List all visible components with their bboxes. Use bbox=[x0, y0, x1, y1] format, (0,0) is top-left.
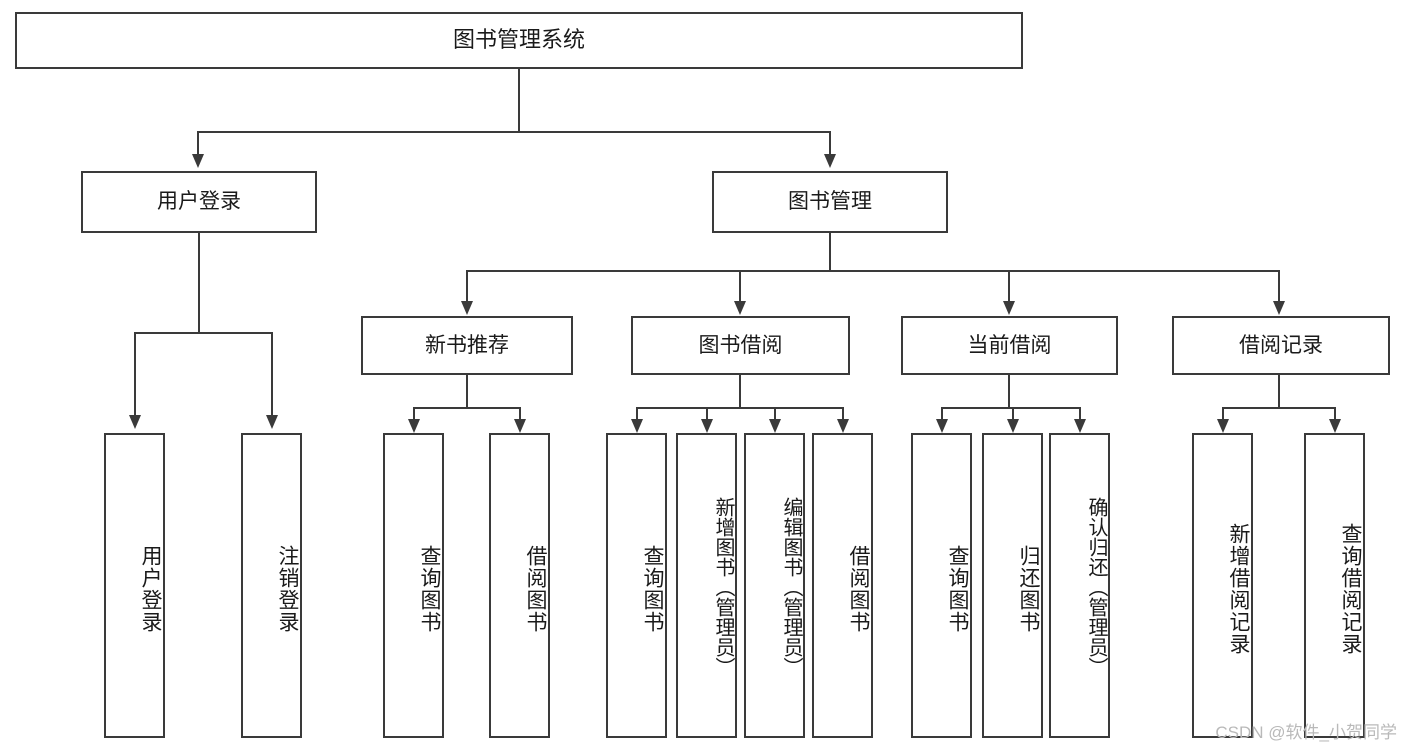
arrow-root-to-book-management bbox=[824, 154, 836, 168]
leaf-bb-edit-book-admin[interactable]: 编辑图书（管理员） bbox=[744, 433, 805, 738]
connector-br-bus bbox=[1222, 407, 1336, 409]
node-label: 当前借阅 bbox=[967, 333, 1052, 357]
node-label: 借阅图书 bbox=[847, 544, 870, 633]
arrow-bb-leaf-2 bbox=[701, 419, 713, 433]
arrow-bb-leaf-4 bbox=[837, 419, 849, 433]
connector-nbr-drop-1 bbox=[413, 407, 415, 420]
connector-book-management-stem bbox=[829, 233, 831, 272]
arrow-nbr-leaf-2 bbox=[514, 419, 526, 433]
leaf-cb-query-book[interactable]: 查询图书 bbox=[911, 433, 972, 738]
node-label: 新增图书（管理员） bbox=[712, 496, 734, 677]
node-label: 查询图书 bbox=[946, 544, 969, 633]
leaf-cb-confirm-return-admin[interactable]: 确认归还（管理员） bbox=[1049, 433, 1110, 738]
node-label: 查询图书 bbox=[641, 544, 664, 633]
node-root-system[interactable]: 图书管理系统 bbox=[15, 12, 1023, 69]
connector-root-to-book-management bbox=[829, 131, 831, 156]
node-label: 编辑图书（管理员） bbox=[780, 496, 802, 677]
connector-bb-stem bbox=[739, 375, 741, 408]
connector-bb-drop-1 bbox=[636, 407, 638, 420]
connector-br-drop-2 bbox=[1334, 407, 1336, 420]
arrow-user-login-leaf-2 bbox=[266, 415, 278, 429]
connector-bm-drop-4 bbox=[1278, 270, 1280, 302]
node-label: 查询借阅记录 bbox=[1339, 522, 1362, 655]
connector-user-login-bus bbox=[134, 332, 272, 334]
node-label: 新增借阅记录 bbox=[1227, 522, 1250, 655]
arrow-user-login-leaf-1 bbox=[129, 415, 141, 429]
connector-bb-drop-4 bbox=[842, 407, 844, 420]
node-label: 查询图书 bbox=[418, 544, 441, 633]
connector-root-bus bbox=[197, 131, 831, 133]
leaf-user-login[interactable]: 用户登录 bbox=[104, 433, 165, 738]
connector-bb-drop-2 bbox=[706, 407, 708, 420]
arrow-nbr-leaf-1 bbox=[408, 419, 420, 433]
leaf-nbr-query-book[interactable]: 查询图书 bbox=[383, 433, 444, 738]
node-label: 注销登录 bbox=[276, 544, 299, 633]
connector-nbr-bus bbox=[413, 407, 521, 409]
leaf-bb-query-book[interactable]: 查询图书 bbox=[606, 433, 667, 738]
arrow-cb-leaf-1 bbox=[936, 419, 948, 433]
node-borrow-record[interactable]: 借阅记录 bbox=[1172, 316, 1390, 375]
node-new-book-recommend[interactable]: 新书推荐 bbox=[361, 316, 573, 375]
arrow-bm-to-new-book-recommend bbox=[461, 301, 473, 315]
connector-user-login-drop-2 bbox=[271, 332, 273, 416]
arrow-bm-to-book-borrow bbox=[734, 301, 746, 315]
connector-br-drop-1 bbox=[1222, 407, 1224, 420]
connector-root-stem bbox=[518, 69, 520, 131]
leaf-br-add-record[interactable]: 新增借阅记录 bbox=[1192, 433, 1253, 738]
arrow-bb-leaf-3 bbox=[769, 419, 781, 433]
connector-cb-drop-1 bbox=[941, 407, 943, 420]
leaf-nbr-borrow-book[interactable]: 借阅图书 bbox=[489, 433, 550, 738]
connector-nbr-drop-2 bbox=[519, 407, 521, 420]
leaf-cb-return-book[interactable]: 归还图书 bbox=[982, 433, 1043, 738]
leaf-logout-login[interactable]: 注销登录 bbox=[241, 433, 302, 738]
connector-cb-stem bbox=[1008, 375, 1010, 408]
connector-bb-drop-3 bbox=[774, 407, 776, 420]
connector-user-login-drop-1 bbox=[134, 332, 136, 416]
connector-cb-bus bbox=[941, 407, 1079, 409]
node-label: 图书管理系统 bbox=[452, 27, 585, 53]
node-book-borrow[interactable]: 图书借阅 bbox=[631, 316, 850, 375]
arrow-br-leaf-2 bbox=[1329, 419, 1341, 433]
node-label: 借阅记录 bbox=[1239, 333, 1323, 357]
connector-cb-drop-2 bbox=[1012, 407, 1014, 420]
connector-bm-drop-3 bbox=[1008, 270, 1010, 302]
node-user-login[interactable]: 用户登录 bbox=[81, 171, 317, 233]
node-label: 图书借阅 bbox=[698, 333, 783, 357]
arrow-bm-to-borrow-record bbox=[1273, 301, 1285, 315]
node-label: 借阅图书 bbox=[524, 544, 547, 633]
arrow-bm-to-current-borrow bbox=[1003, 301, 1015, 315]
leaf-bb-borrow-book[interactable]: 借阅图书 bbox=[812, 433, 873, 738]
connector-book-management-bus bbox=[466, 270, 1278, 272]
arrow-cb-leaf-2 bbox=[1007, 419, 1019, 433]
node-current-borrow[interactable]: 当前借阅 bbox=[901, 316, 1118, 375]
leaf-br-query-record[interactable]: 查询借阅记录 bbox=[1304, 433, 1365, 738]
arrow-br-leaf-1 bbox=[1217, 419, 1229, 433]
arrow-root-to-user-login bbox=[192, 154, 204, 168]
connector-bm-drop-2 bbox=[739, 270, 741, 302]
connector-bm-drop-1 bbox=[466, 270, 468, 302]
connector-root-to-user-login bbox=[197, 131, 199, 156]
connector-nbr-stem bbox=[466, 375, 468, 408]
connector-br-stem bbox=[1278, 375, 1280, 408]
arrow-cb-leaf-3 bbox=[1074, 419, 1086, 433]
node-book-management[interactable]: 图书管理 bbox=[712, 171, 948, 233]
node-label: 确认归还（管理员） bbox=[1085, 496, 1107, 677]
connector-user-login-stem bbox=[198, 233, 200, 333]
node-label: 图书管理 bbox=[788, 190, 872, 214]
node-label: 用户登录 bbox=[157, 190, 241, 214]
node-label: 归还图书 bbox=[1017, 544, 1040, 633]
node-label: 新书推荐 bbox=[425, 333, 509, 357]
connector-cb-drop-3 bbox=[1079, 407, 1081, 420]
arrow-bb-leaf-1 bbox=[631, 419, 643, 433]
leaf-bb-add-book-admin[interactable]: 新增图书（管理员） bbox=[676, 433, 737, 738]
connector-bb-bus bbox=[636, 407, 844, 409]
node-label: 用户登录 bbox=[139, 544, 162, 633]
